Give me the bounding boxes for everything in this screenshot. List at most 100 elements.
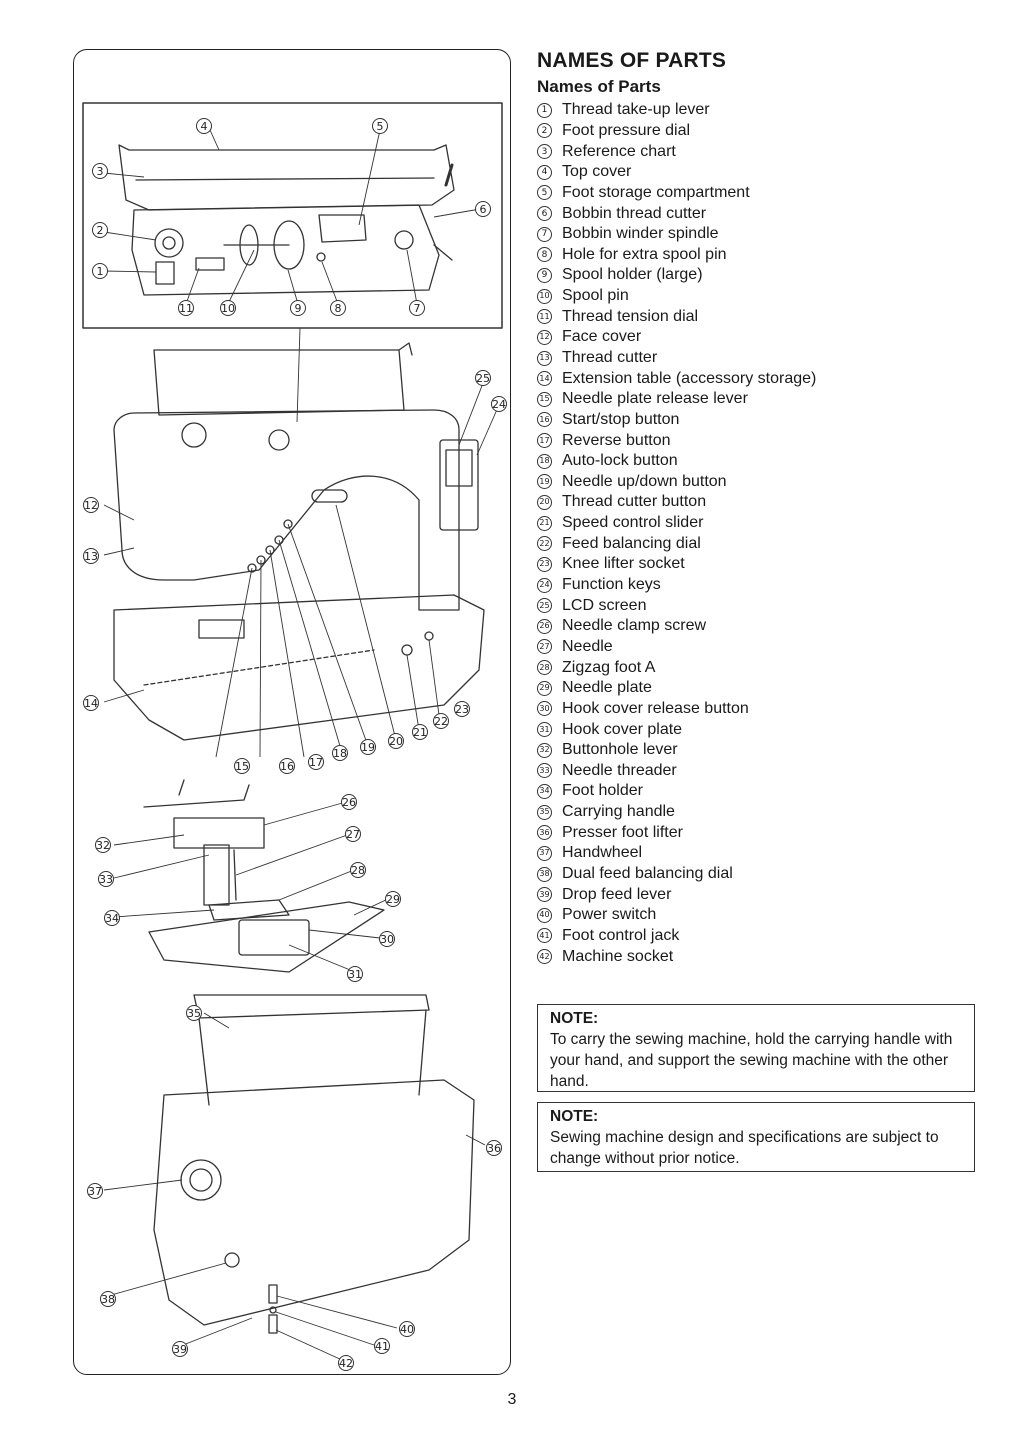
- part-number-badge: 24: [537, 577, 552, 593]
- part-number-badge: 7: [537, 226, 552, 242]
- illustration-frame: 4 5 3 6 2 1 11 10 9 8 7 25 24 12 13 14 2…: [73, 49, 511, 1375]
- callout-35: 35: [186, 1005, 202, 1021]
- part-label: LCD screen: [562, 596, 647, 614]
- part-label: Foot pressure dial: [562, 121, 691, 139]
- part-number-badge: 14: [537, 371, 552, 387]
- callout-20: 20: [388, 733, 404, 749]
- callout-2: 2: [92, 222, 108, 238]
- part-number-badge: 8: [537, 247, 552, 263]
- part-number-badge: 1: [537, 102, 552, 118]
- part-label: Function keys: [562, 576, 661, 594]
- callout-16: 16: [279, 758, 295, 774]
- part-number-badge: 18: [537, 453, 552, 469]
- part-number-badge: 42: [537, 949, 552, 965]
- part-number-badge: 5: [537, 185, 552, 201]
- part-label: Top cover: [562, 163, 632, 181]
- svg-text:10: 10: [221, 302, 235, 315]
- svg-text:2: 2: [97, 224, 104, 237]
- svg-text:33: 33: [99, 873, 113, 886]
- callout-21: 21: [412, 724, 428, 740]
- part-label: Hook cover plate: [562, 720, 683, 738]
- part-list-item: 14 Extension table (accessory storage): [537, 368, 977, 389]
- note-heading: NOTE:: [550, 1010, 599, 1027]
- part-label: Thread tension dial: [562, 307, 699, 325]
- callout-40: 40: [399, 1321, 415, 1337]
- svg-text:27: 27: [346, 828, 360, 841]
- callout-15: 15: [234, 758, 250, 774]
- part-label: Needle plate: [562, 679, 652, 697]
- note-heading: NOTE:: [550, 1108, 599, 1125]
- part-label: Carrying handle: [562, 803, 675, 821]
- sewing-machine-illustration: 4 5 3 6 2 1 11 10 9 8 7 25 24 12 13 14 2…: [82, 102, 507, 1371]
- callout-12: 12: [83, 497, 99, 513]
- callout-29: 29: [385, 891, 401, 907]
- needle-plate-drawing: [148, 901, 385, 973]
- part-label: Presser foot lifter: [562, 823, 683, 841]
- part-number-badge: 25: [537, 598, 552, 614]
- part-number-badge: 34: [537, 783, 552, 799]
- callout-28: 28: [350, 862, 366, 878]
- svg-text:34: 34: [105, 912, 119, 925]
- part-number-badge: 11: [537, 309, 552, 325]
- callout-24: 24: [491, 396, 507, 412]
- callout-39: 39: [172, 1341, 188, 1357]
- part-list-item: 29 Needle plate: [537, 678, 977, 699]
- callout-17: 17: [308, 754, 324, 770]
- svg-text:8: 8: [335, 302, 342, 315]
- svg-text:42: 42: [339, 1357, 353, 1370]
- callout-32: 32: [95, 837, 111, 853]
- callout-3: 3: [92, 163, 108, 179]
- svg-text:14: 14: [84, 697, 98, 710]
- svg-text:5: 5: [377, 120, 384, 133]
- callout-34: 34: [104, 910, 120, 926]
- svg-text:39: 39: [173, 1343, 187, 1356]
- svg-text:7: 7: [414, 302, 421, 315]
- part-number-badge: 30: [537, 701, 552, 717]
- svg-text:1: 1: [97, 265, 104, 278]
- part-label: Foot storage compartment: [562, 183, 750, 201]
- note-box-carrying: NOTE: To carry the sewing machine, hold …: [537, 1004, 975, 1092]
- svg-text:25: 25: [476, 372, 490, 385]
- part-list-item: 24 Function keys: [537, 575, 977, 596]
- note-text: To carry the sewing machine, hold the ca…: [550, 1031, 953, 1090]
- callout-30: 30: [379, 931, 395, 947]
- svg-text:32: 32: [96, 839, 110, 852]
- machine-body-drawing: [113, 409, 460, 611]
- svg-text:9: 9: [295, 302, 302, 315]
- svg-text:26: 26: [342, 796, 356, 809]
- part-label: Bobbin thread cutter: [562, 204, 707, 222]
- callout-markers: 4 5 3 6 2 1 11 10 9 8 7 25 24 12 13 14 2…: [83, 118, 507, 1371]
- svg-text:41: 41: [375, 1340, 389, 1353]
- part-number-badge: 15: [537, 391, 552, 407]
- svg-text:13: 13: [84, 550, 98, 563]
- part-number-badge: 29: [537, 680, 552, 696]
- part-list-item: 5 Foot storage compartment: [537, 183, 977, 204]
- part-number-badge: 2: [537, 123, 552, 139]
- callout-26: 26: [341, 794, 357, 810]
- svg-text:35: 35: [187, 1007, 201, 1020]
- part-number-badge: 3: [537, 144, 552, 160]
- part-label: Extension table (accessory storage): [562, 369, 817, 387]
- svg-text:21: 21: [413, 726, 427, 739]
- part-label: Thread cutter button: [562, 493, 707, 511]
- callout-7: 7: [409, 300, 425, 316]
